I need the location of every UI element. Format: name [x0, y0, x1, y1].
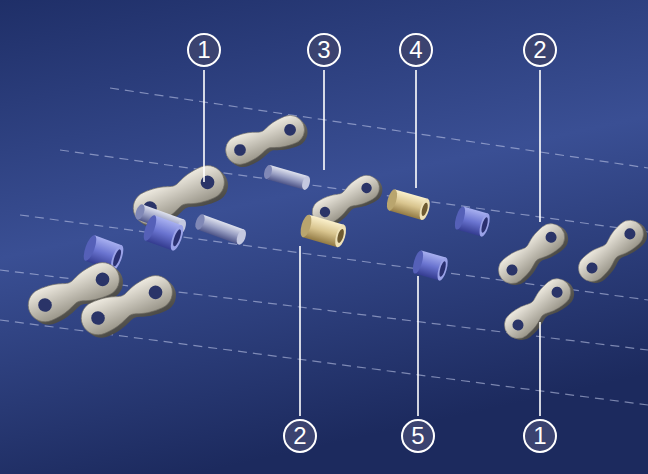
callout-number: 2 — [523, 33, 557, 67]
callout-number: 1 — [187, 33, 221, 67]
callout-number: 1 — [523, 419, 557, 453]
callout-number: 3 — [307, 33, 341, 67]
callout-number: 4 — [399, 33, 433, 67]
callout-number: 5 — [401, 419, 435, 453]
callout-number: 2 — [283, 419, 317, 453]
